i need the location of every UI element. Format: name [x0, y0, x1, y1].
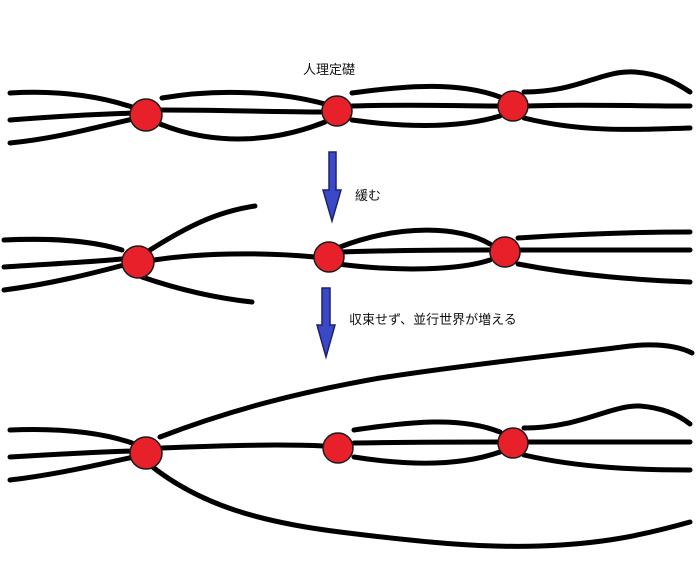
worldline — [147, 462, 693, 549]
worldline — [139, 274, 255, 305]
worldline — [515, 229, 693, 241]
worldline — [159, 89, 328, 107]
label-parallel-worlds: 収束せず、並行世界が増える — [349, 313, 517, 328]
worldline — [7, 89, 138, 111]
node-r2-b — [313, 241, 345, 273]
worldline — [349, 102, 503, 109]
worldline — [339, 247, 493, 255]
worldline — [7, 454, 137, 483]
worldline — [521, 403, 693, 431]
node-r2-a — [121, 245, 155, 279]
node-r3-c — [497, 427, 529, 459]
worldline — [351, 439, 503, 446]
worldline — [147, 203, 258, 253]
worldline — [157, 119, 328, 142]
worldline — [351, 449, 503, 466]
worldline — [1, 262, 127, 293]
node-r2-c — [489, 236, 521, 268]
worldline — [337, 227, 493, 250]
label-loosen: 緩む — [355, 189, 382, 204]
worldline — [1, 256, 125, 270]
down-arrow-1 — [322, 151, 342, 224]
worldline — [515, 261, 693, 285]
worldline — [335, 257, 493, 272]
node-r1-b — [321, 95, 353, 127]
worldline — [7, 110, 138, 123]
worldline — [1, 236, 125, 253]
worldline — [7, 427, 135, 446]
worldline — [159, 442, 327, 451]
worldline — [7, 448, 135, 460]
down-arrow-2 — [316, 287, 336, 360]
worldline — [523, 102, 693, 109]
node-r3-a — [129, 436, 163, 470]
row3-strands — [7, 342, 695, 549]
worldline — [351, 419, 503, 435]
worldline — [349, 83, 503, 100]
worldline — [521, 69, 693, 95]
worldline — [521, 115, 693, 132]
worldline — [7, 115, 141, 146]
row2-strands — [1, 203, 693, 305]
row1-strands — [7, 69, 693, 146]
node-r3-b — [322, 432, 354, 464]
worldline — [521, 452, 693, 473]
worldline — [151, 251, 318, 263]
label-jinri-teiso: 人理定礎 — [303, 63, 356, 78]
worldline — [349, 113, 503, 129]
node-r1-c — [497, 90, 529, 122]
worldline — [159, 107, 325, 115]
node-r1-a — [129, 98, 163, 132]
worldline — [157, 342, 695, 440]
